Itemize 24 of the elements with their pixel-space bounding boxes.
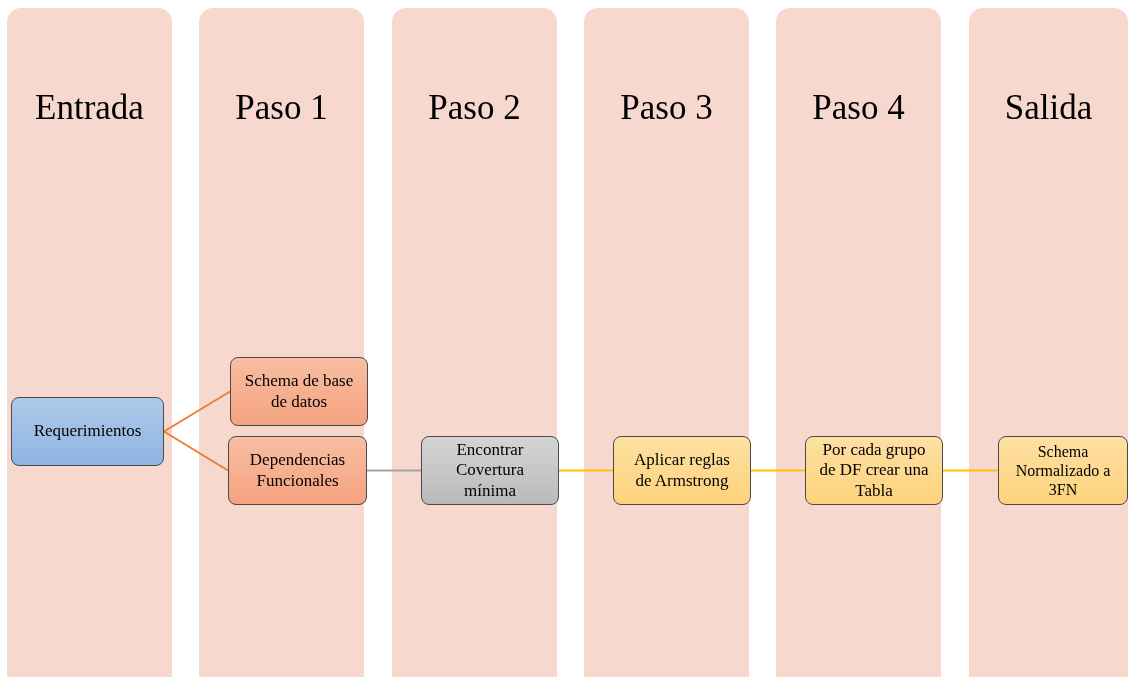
column-heading: Paso 2 <box>427 88 522 128</box>
column-band <box>776 8 941 677</box>
column-band <box>584 8 749 677</box>
connector-line <box>366 469 422 472</box>
process-box: Aplicar reglas de Armstrong <box>613 436 751 505</box>
connector-line <box>942 469 999 472</box>
column-heading: Paso 4 <box>811 88 906 128</box>
process-box: Encontrar Covertura mínima <box>421 436 559 505</box>
connector-line <box>163 430 229 472</box>
process-box: Dependencias Funcionales <box>228 436 367 505</box>
column-heading: Salida <box>1003 88 1094 128</box>
connector-line <box>750 469 806 472</box>
column-band <box>7 8 172 677</box>
process-box: Por cada grupo de DF crear una Tabla <box>805 436 943 505</box>
column-heading: Paso 1 <box>234 88 329 128</box>
process-box: Schema Normalizado a 3FN <box>998 436 1128 505</box>
connector-line <box>163 390 231 433</box>
column-band <box>969 8 1128 677</box>
column-heading: Paso 3 <box>619 88 714 128</box>
connector-line <box>558 469 614 472</box>
column-band <box>392 8 557 677</box>
column-heading: Entrada <box>34 88 145 128</box>
process-box: Requerimientos <box>11 397 164 466</box>
process-box: Schema de base de datos <box>230 357 368 426</box>
